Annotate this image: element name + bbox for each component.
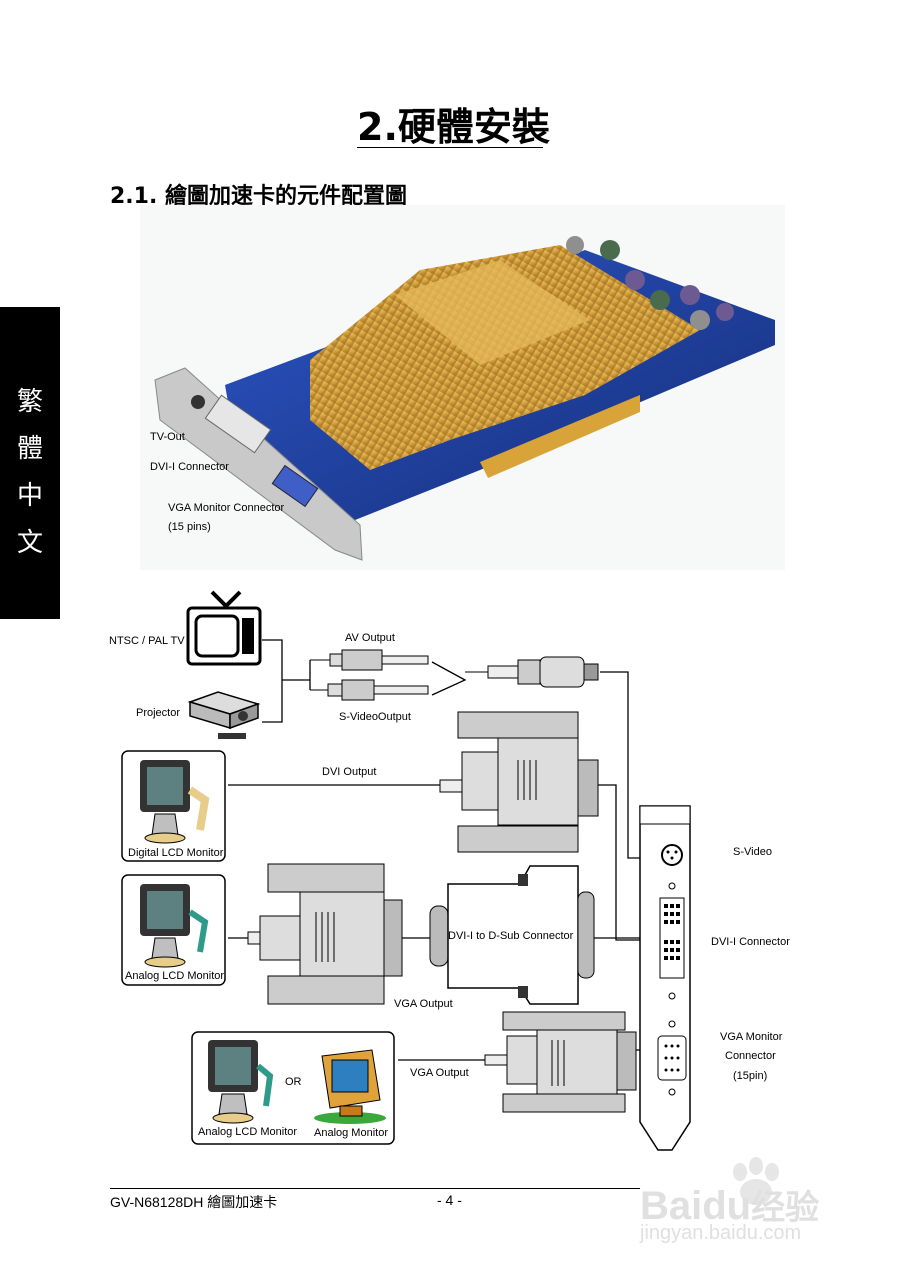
analog-lcd-2-label: Analog LCD Monitor [198,1126,298,1138]
footer-rule [110,1188,640,1189]
paw-icon [733,1157,779,1205]
dvi-output-label: DVI Output [322,766,377,778]
svideo-plug [465,656,599,688]
analog-lcd-icon [140,884,209,968]
vga-plug-left [247,863,403,1005]
digital-lcd-box [121,750,226,862]
or-label: OR [285,1076,302,1088]
dvi-i-connector-label: DVI-I Connector [711,936,790,948]
language-side-tab: 繁 體 中 文 [0,307,60,619]
analog-lcd-2-icon [208,1040,274,1124]
av-output-label: AV Output [345,632,395,644]
projector-icon [187,691,261,739]
dvi-connector-label: DVI-I Connector [150,461,229,473]
svideo-wire [600,671,660,859]
pci-connector [480,395,640,478]
vga-pins-label: (15 pins) [168,521,211,533]
av-cable [310,649,429,671]
photo-background [140,205,785,570]
ntsc-pal-tv-label: NTSC / PAL TV [109,635,185,647]
svideo-output-label: S-VideoOutput [339,711,411,723]
heatsink [310,245,700,470]
vga-plug-bottom [484,1011,637,1113]
pin15-label: (15pin) [733,1070,768,1082]
tv-projector-bracket [262,639,283,723]
capacitors [566,236,734,330]
watermark-brand-2: du [702,1184,752,1228]
title-underline [357,147,543,148]
bracket-join [282,660,311,690]
analog-lcd-box [121,874,226,986]
title-number: 2. [357,105,398,149]
dvi-card-wire [598,784,640,941]
title-text: 硬體安裝 [397,105,550,149]
side-tab-char: 中 [16,481,43,511]
analog-monitor-label: Analog Monitor [314,1127,388,1139]
projector-label: Projector [136,707,181,719]
footer-model: GV-N68128DH 繪圖加速卡 [110,1194,278,1210]
side-tab-char: 文 [16,528,43,558]
vga-monitor-label: VGA Monitor [720,1031,783,1043]
baidu-watermark: Baidu经验 jingyan.baidu.com [640,1150,870,1250]
watermark-brand: Bai [640,1184,703,1228]
watermark-url: jingyan.baidu.com [640,1222,802,1244]
dvi-plug [439,711,599,853]
footer-page-number: - 4 - [437,1192,462,1208]
dvi-port [204,394,272,454]
tv-out-label: TV-Out [150,431,185,443]
card-bracket-vertical [639,805,691,1151]
side-tab-char: 體 [16,434,43,464]
vga-port [271,464,319,508]
digital-lcd-label: Digital LCD Monitor [128,847,224,859]
vga-output-label-1: VGA Output [394,998,453,1010]
svideo-cable [310,679,429,701]
svideo-label: S-Video [733,846,772,858]
av-merge [431,661,467,696]
page-title: 2.硬體安裝 [357,96,550,151]
tv-icon [186,590,262,666]
section-text: 繪圖加速卡的元件配置圖 [165,184,408,209]
dvi-to-dsub-label: DVI-I to D-Sub Connector [448,930,574,942]
vga-connector-label: VGA Monitor Connector [168,502,285,514]
heatsink-plate [395,260,590,365]
analog-monitor-icon [314,1049,386,1124]
section-heading: 2.1. 繪圖加速卡的元件配置圖 [110,178,407,210]
pcb-board [225,250,775,530]
side-tab-char: 繁 [16,387,43,417]
analog-lcd-label: Analog LCD Monitor [125,970,225,982]
tvout-port [191,395,205,409]
vga-output-label-2: VGA Output [410,1067,469,1079]
watermark-cn: 经验 [751,1189,820,1227]
connector-label: Connector [725,1050,776,1062]
digital-lcd-icon [140,760,210,844]
section-number: 2.1. [110,184,158,209]
